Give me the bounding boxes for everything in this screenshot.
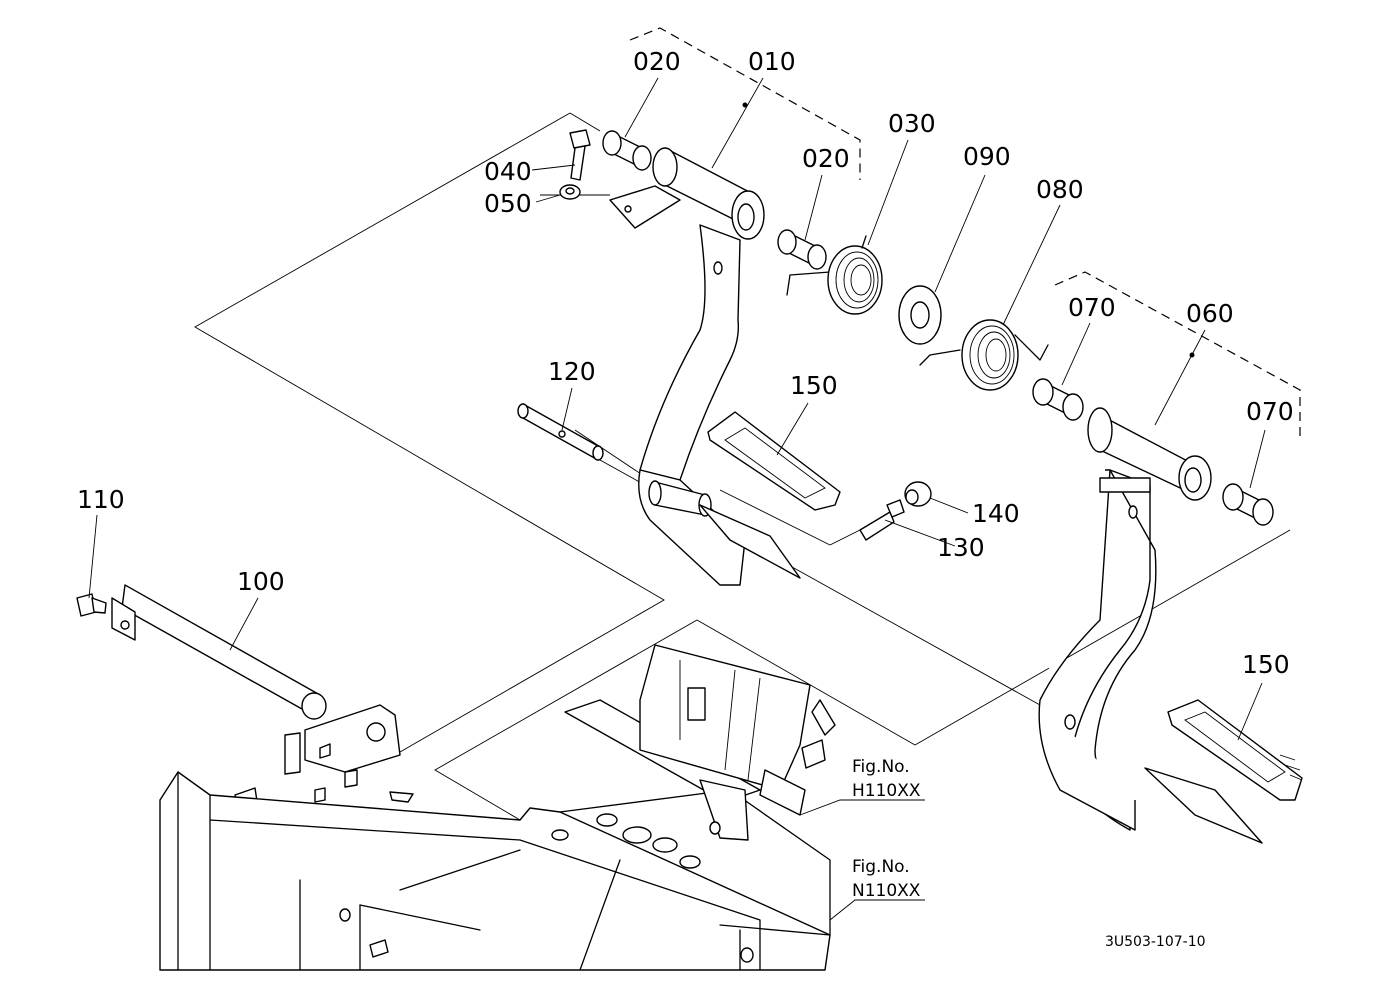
label-part-010: 010	[748, 47, 796, 76]
label-part-030: 030	[888, 109, 936, 138]
group-bracket-010	[629, 27, 861, 180]
leader-lines	[88, 77, 1266, 741]
part-labels: 020 010 030 020 090 040 080 050 070 060 …	[77, 47, 1294, 679]
bushing-020-upper	[602, 130, 652, 171]
nut-050	[559, 184, 581, 200]
label-part-070-left: 070	[1068, 293, 1116, 322]
switch-assembly	[564, 644, 836, 841]
washer-090	[898, 285, 942, 345]
pedal-pad-150-upper	[699, 411, 841, 579]
label-part-070-right: 070	[1246, 397, 1294, 426]
pedal-pad-150-lower	[1144, 699, 1303, 844]
spring-080	[919, 319, 1049, 391]
figure-callout-leaders	[799, 799, 925, 921]
bushing-070-right	[1222, 483, 1274, 526]
label-part-110: 110	[77, 485, 125, 514]
bolt-130	[859, 499, 905, 541]
label-part-120: 120	[548, 357, 596, 386]
label-part-050: 050	[484, 189, 532, 218]
label-part-020-lower: 020	[802, 144, 850, 173]
label-part-140: 140	[972, 499, 1020, 528]
label-part-080: 080	[1036, 175, 1084, 204]
label-part-150-lower: 150	[1242, 650, 1290, 679]
pin-120	[517, 403, 604, 461]
label-part-150-upper: 150	[790, 371, 838, 400]
fig-ref-n110xx-line1: Fig.No.	[852, 857, 910, 877]
label-part-040: 040	[484, 157, 532, 186]
spring-030	[786, 235, 883, 315]
label-part-100: 100	[237, 567, 285, 596]
shaft-100	[111, 584, 327, 720]
fig-ref-h110xx-line1: Fig.No.	[852, 757, 910, 777]
fig-ref-n110xx-line2: N110XX	[852, 881, 921, 901]
drawing-code: 3U503-107-10	[1105, 934, 1206, 950]
fig-ref-h110xx-line2: H110XX	[852, 781, 921, 801]
pedal-arm-010	[609, 147, 765, 586]
cap-140	[904, 481, 932, 507]
pedal-hub-010	[648, 480, 712, 517]
chassis-frame	[159, 771, 831, 971]
bushing-020-lower	[777, 229, 827, 270]
group-bracket-060	[1054, 271, 1301, 438]
label-part-090: 090	[963, 142, 1011, 171]
figure-references: Fig.No. H110XX Fig.No. N110XX	[852, 757, 921, 901]
bolt-110	[76, 593, 107, 617]
label-part-060: 060	[1186, 299, 1234, 328]
bolt-040	[569, 129, 591, 181]
label-part-130: 130	[937, 533, 985, 562]
label-part-020-upper: 020	[633, 47, 681, 76]
bushing-070-left	[1032, 378, 1084, 421]
pedal-arm-060	[1038, 407, 1212, 831]
